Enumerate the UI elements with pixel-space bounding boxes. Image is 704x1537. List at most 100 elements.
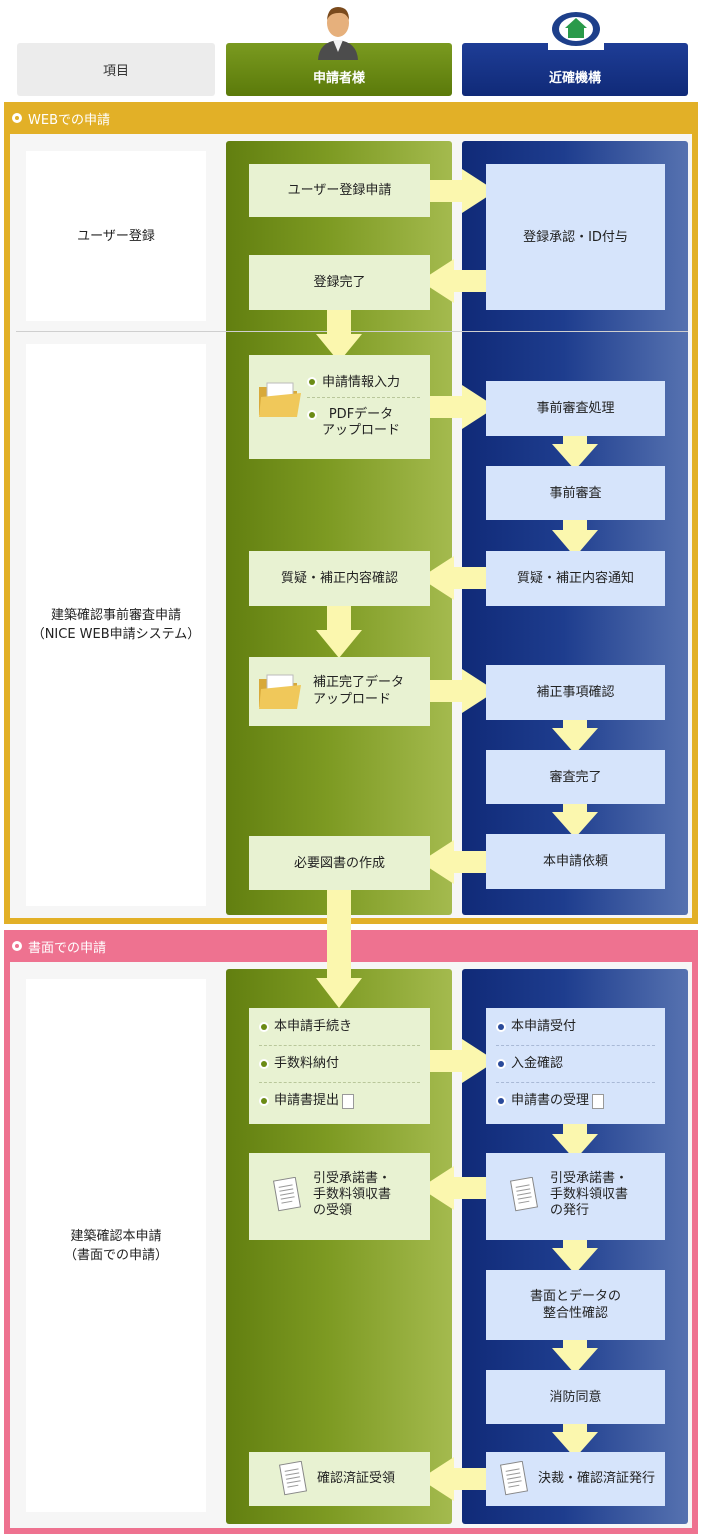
list-item: 本申請手続き [259, 1009, 420, 1046]
step-main-procedure-list: 本申請手続き 手数料納付 申請書提出 [249, 1008, 430, 1124]
list-item: 本申請受付 [496, 1009, 655, 1046]
row-divider [16, 331, 688, 332]
row-label-pre-review: 建築確認事前審査申請 （NICE WEB申請システム） [26, 344, 206, 906]
step-text: 補正事項確認 [536, 685, 615, 700]
step-main-accept-list: 本申請受付 入金確認 申請書の受理 [486, 1008, 665, 1124]
header-kinkaku-label: 近確機構 [548, 71, 601, 86]
header-item-label: 項目 [102, 64, 129, 79]
arrow-down [552, 1240, 598, 1274]
step-pre-process: 事前審査処理 [486, 381, 665, 436]
row-label-line1: 建築確認本申請 [70, 1228, 162, 1244]
section-bullet-icon [12, 113, 22, 123]
list-item: 申請書提出 [259, 1083, 420, 1119]
header-kinkaku: 近確機構 [462, 43, 688, 96]
header-item: 項目 [17, 43, 215, 96]
step-text-line3: の発行 [550, 1203, 590, 1218]
step-cert-receive: 確認済証受領 [249, 1452, 430, 1506]
step-qa-check: 質疑・補正内容確認 [249, 551, 430, 606]
step-text: 質疑・補正内容通知 [516, 571, 634, 586]
step-doc-create: 必要図書の作成 [249, 836, 430, 890]
paper-section-title: 書面での申請 [28, 940, 107, 956]
list-item: 入金確認 [496, 1046, 655, 1083]
bullet-icon [259, 1096, 269, 1106]
row-label-main-application: 建築確認本申請 （書面での申請） [26, 979, 206, 1512]
step-text: ユーザー登録申請 [287, 183, 392, 198]
arrow-down [316, 890, 362, 1008]
header-applicant-label: 申請者様 [312, 71, 365, 86]
document-icon [342, 1093, 355, 1109]
step-text: 申請書提出 [274, 1093, 340, 1108]
step-text: 本申請受付 [511, 1019, 577, 1034]
web-section-header: WEBでの申請 [4, 102, 698, 134]
bullet-icon [307, 377, 317, 387]
step-text-line2: アップロード [313, 692, 392, 707]
step-final-issue: 決裁・確認済証発行 [486, 1452, 665, 1506]
list-item: 手数料納付 [259, 1046, 420, 1083]
step-text: 消防同意 [549, 1389, 602, 1405]
step-text: 登録承認・ID付与 [523, 229, 628, 245]
arrow-down [552, 1424, 598, 1458]
step-pre-review: 事前審査 [486, 466, 665, 520]
web-section-title: WEBでの申請 [28, 112, 110, 128]
step-text-line2: 手数料領収書 [550, 1187, 629, 1202]
document-icon [278, 1461, 308, 1496]
step-text: 本申請手続き [274, 1019, 353, 1034]
arrow-right [430, 385, 496, 429]
step-text: 事前審査 [549, 485, 602, 501]
step-review-done: 審査完了 [486, 750, 665, 804]
arrow-left [420, 1166, 486, 1210]
arrow-left [420, 1457, 486, 1501]
arrow-right [430, 669, 496, 713]
step-main-request: 本申請依頼 [486, 834, 665, 889]
list-item: 申請情報入力 [307, 367, 420, 398]
step-fix-check: 補正事項確認 [486, 665, 665, 720]
arrow-left [420, 556, 486, 600]
step-text: 手数料納付 [274, 1056, 340, 1071]
arrow-right [430, 1039, 496, 1083]
list-item: 申請書の受理 [496, 1083, 655, 1119]
step-text: 入金確認 [511, 1056, 564, 1071]
step-issue: 引受承諾書・ 手数料領収書 の発行 [486, 1153, 665, 1240]
step-text: 質疑・補正内容確認 [280, 571, 398, 586]
folder-icon [259, 382, 301, 417]
step-fire-consent: 消防同意 [486, 1370, 665, 1424]
document-icon [272, 1177, 302, 1212]
list-item: PDFデータ アップロード [307, 398, 420, 439]
step-text: 事前審査処理 [536, 401, 615, 416]
step-text-line1: 引受承諾書・ [550, 1171, 629, 1186]
bullet-icon [496, 1022, 506, 1032]
step-info-input-upload: 申請情報入力 PDFデータ アップロード [249, 355, 430, 459]
row-label-line1: 建築確認事前審査申請 [50, 608, 181, 623]
bullet-icon [307, 410, 317, 420]
step-consistency-check: 書面とデータの 整合性確認 [486, 1270, 665, 1340]
bullet-icon [259, 1022, 269, 1032]
row-label-line2: （NICE WEB申請システム） [31, 627, 201, 642]
step-text-line2: 整合性確認 [542, 1306, 608, 1321]
arrow-right [430, 169, 496, 213]
step-text-line1: 引受承諾書・ [313, 1171, 392, 1186]
arrow-left [420, 840, 486, 884]
row-label-line2: （書面での申請） [63, 1247, 168, 1263]
step-text-line1: PDFデータ [328, 407, 394, 422]
step-text: 登録完了 [313, 275, 366, 290]
arrow-down [552, 1124, 598, 1160]
arrow-down [552, 436, 598, 470]
arrow-down [316, 606, 362, 658]
step-text-line2: アップロード [322, 423, 401, 438]
step-text-line3: の受領 [313, 1203, 353, 1218]
kinkaku-logo-icon [548, 8, 604, 50]
step-text: 申請書の受理 [511, 1093, 590, 1108]
bullet-icon [496, 1059, 506, 1069]
person-icon [318, 7, 358, 60]
step-text: 審査完了 [549, 769, 602, 785]
step-text: 本申請依頼 [542, 854, 608, 869]
step-text: 確認済証受領 [317, 1471, 396, 1486]
arrow-down [552, 520, 598, 557]
step-qa-notify: 質疑・補正内容通知 [486, 551, 665, 606]
row-label-text: ユーザー登録 [77, 228, 155, 244]
document-icon [592, 1093, 605, 1109]
arrow-down [552, 1340, 598, 1374]
step-text-line1: 書面とデータの [529, 1289, 621, 1304]
folder-icon [259, 674, 301, 709]
arrow-down [552, 804, 598, 838]
